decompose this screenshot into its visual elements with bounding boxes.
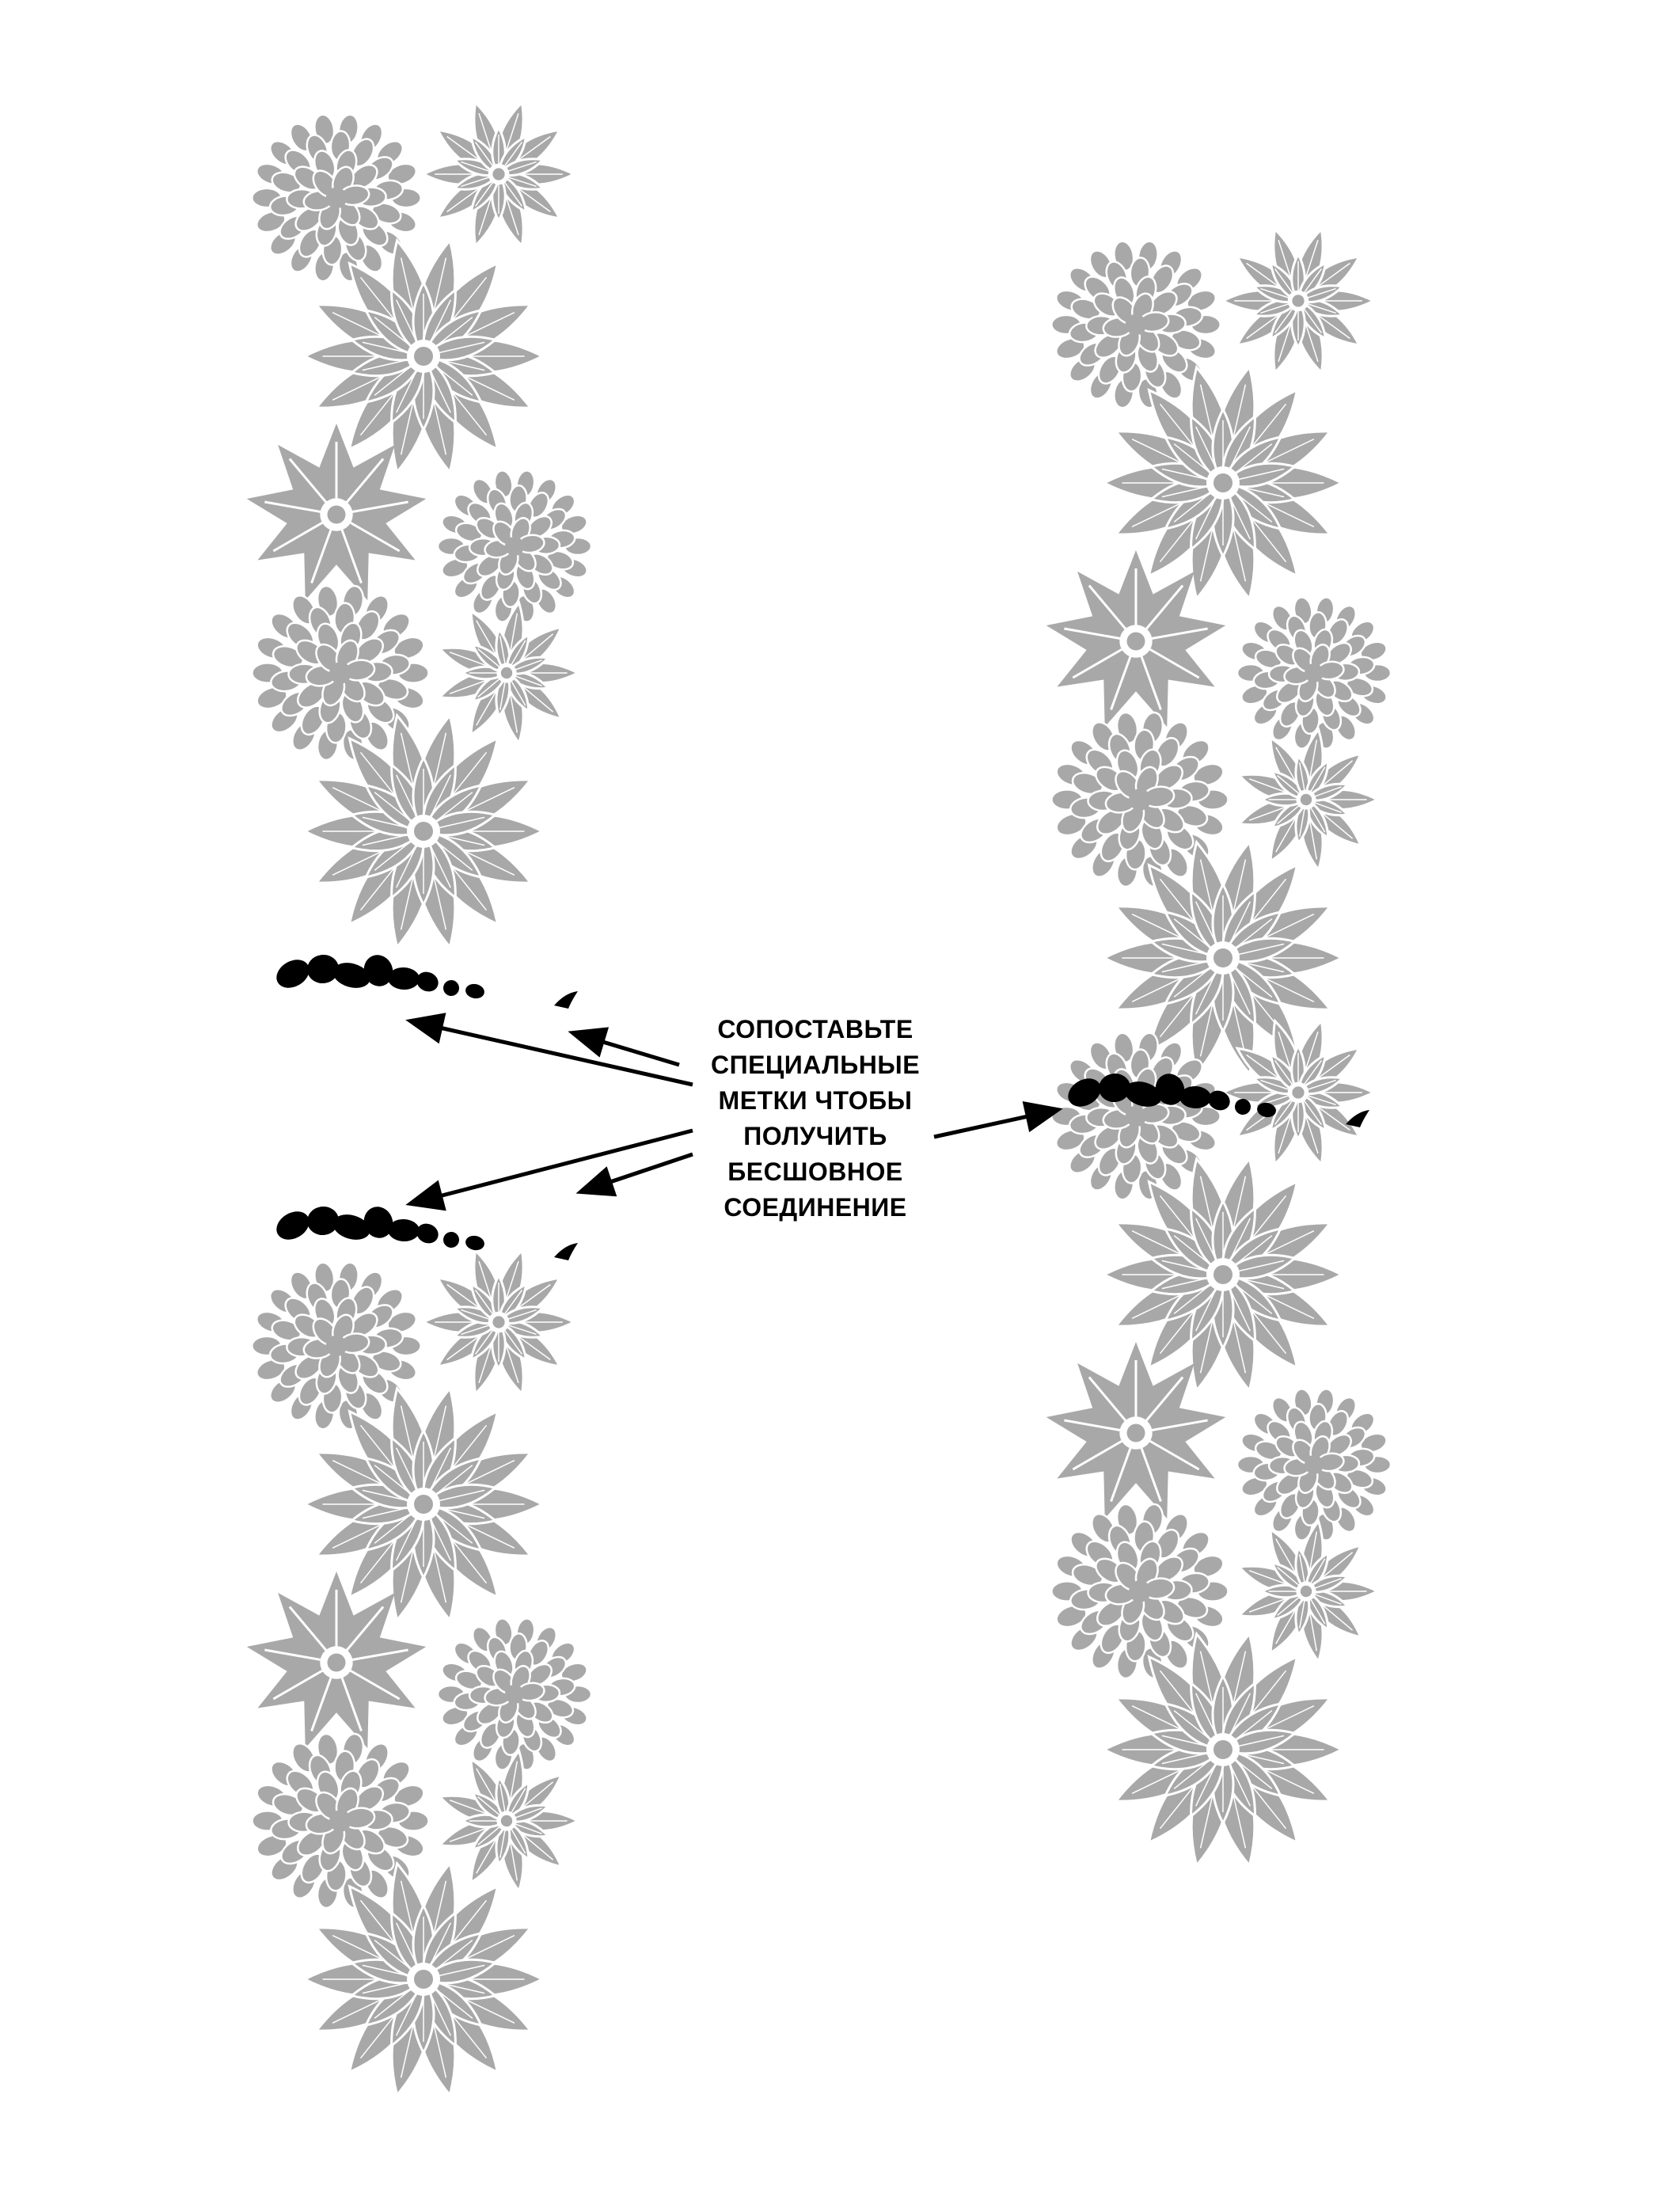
dahlia-flower-icon: [437, 600, 581, 746]
alignment-marks: [276, 954, 1369, 1260]
chrysanthemum-flower-icon: [1050, 240, 1221, 409]
alignment-mark-bottom-left: [276, 1206, 578, 1260]
lotus-flower-icon: [302, 713, 545, 950]
stencil-panel-left-bottom: [246, 1248, 593, 2098]
arrow-to-top-left-mark-secondary: [568, 1027, 680, 1067]
chrysanthemum-flower-icon: [251, 1732, 430, 1910]
pointer-arrows: [405, 1013, 1063, 1211]
peony-flower-icon: [1046, 1342, 1226, 1519]
chrysanthemum-flower-icon: [436, 1617, 593, 1771]
stencil-panel-left-top: [246, 100, 593, 950]
lotus-flower-icon: [302, 1385, 545, 1623]
lotus-flower-icon: [1101, 1631, 1345, 1868]
arrow-to-bottom-left-mark-secondary: [575, 1152, 693, 1197]
dahlia-flower-icon: [420, 1248, 577, 1397]
chrysanthemum-flower-icon: [251, 584, 430, 762]
chrysanthemum-flower-icon: [1236, 596, 1392, 750]
alignment-mark-right: [1068, 1073, 1369, 1127]
arrow-to-top-left-mark: [405, 1013, 693, 1087]
lotus-flower-icon: [302, 1860, 545, 2098]
lotus-flower-icon: [302, 238, 545, 475]
instruction-line-5: БЕСШОВНОЕ: [727, 1157, 903, 1186]
chrysanthemum-flower-icon: [251, 1261, 422, 1431]
instruction-line-1: СОПОСТАВЬТЕ: [717, 1015, 913, 1043]
lotus-flower-icon: [1101, 839, 1345, 1077]
instruction-line-2: СПЕЦИАЛЬНЫЕ: [710, 1051, 921, 1079]
dahlia-flower-icon: [420, 100, 577, 249]
chrysanthemum-flower-icon: [1050, 1503, 1229, 1680]
lotus-flower-icon: [1101, 364, 1345, 602]
instruction-line-6: СОЕДИНЕНИЕ: [724, 1193, 907, 1222]
instruction-text: СОПОСТАВЬТЕ СПЕЦИАЛЬНЫЕ МЕТКИ ЧТОБЫ ПОЛУ…: [681, 1012, 950, 1226]
arrow-to-bottom-left-mark: [405, 1128, 693, 1211]
peony-flower-icon: [1046, 550, 1226, 728]
chrysanthemum-flower-icon: [1236, 1388, 1392, 1541]
instruction-line-4: ПОЛУЧИТЬ: [743, 1122, 887, 1150]
dahlia-flower-icon: [1236, 727, 1381, 872]
alignment-mark-top-left: [276, 954, 578, 1009]
peony-flower-icon: [246, 424, 427, 601]
instruction-line-3: МЕТКИ ЧТОБЫ: [718, 1086, 913, 1115]
chrysanthemum-flower-icon: [436, 469, 593, 623]
dahlia-flower-icon: [1236, 1518, 1381, 1664]
dahlia-flower-icon: [437, 1748, 581, 1894]
lotus-flower-icon: [1101, 1156, 1345, 1393]
dahlia-flower-icon: [1220, 226, 1377, 375]
chrysanthemum-flower-icon: [1050, 711, 1229, 888]
peony-flower-icon: [246, 1572, 427, 1749]
stencil-panel-right: [1046, 226, 1392, 1868]
chrysanthemum-flower-icon: [251, 113, 422, 283]
arrow-to-right-mark: [933, 1101, 1063, 1139]
